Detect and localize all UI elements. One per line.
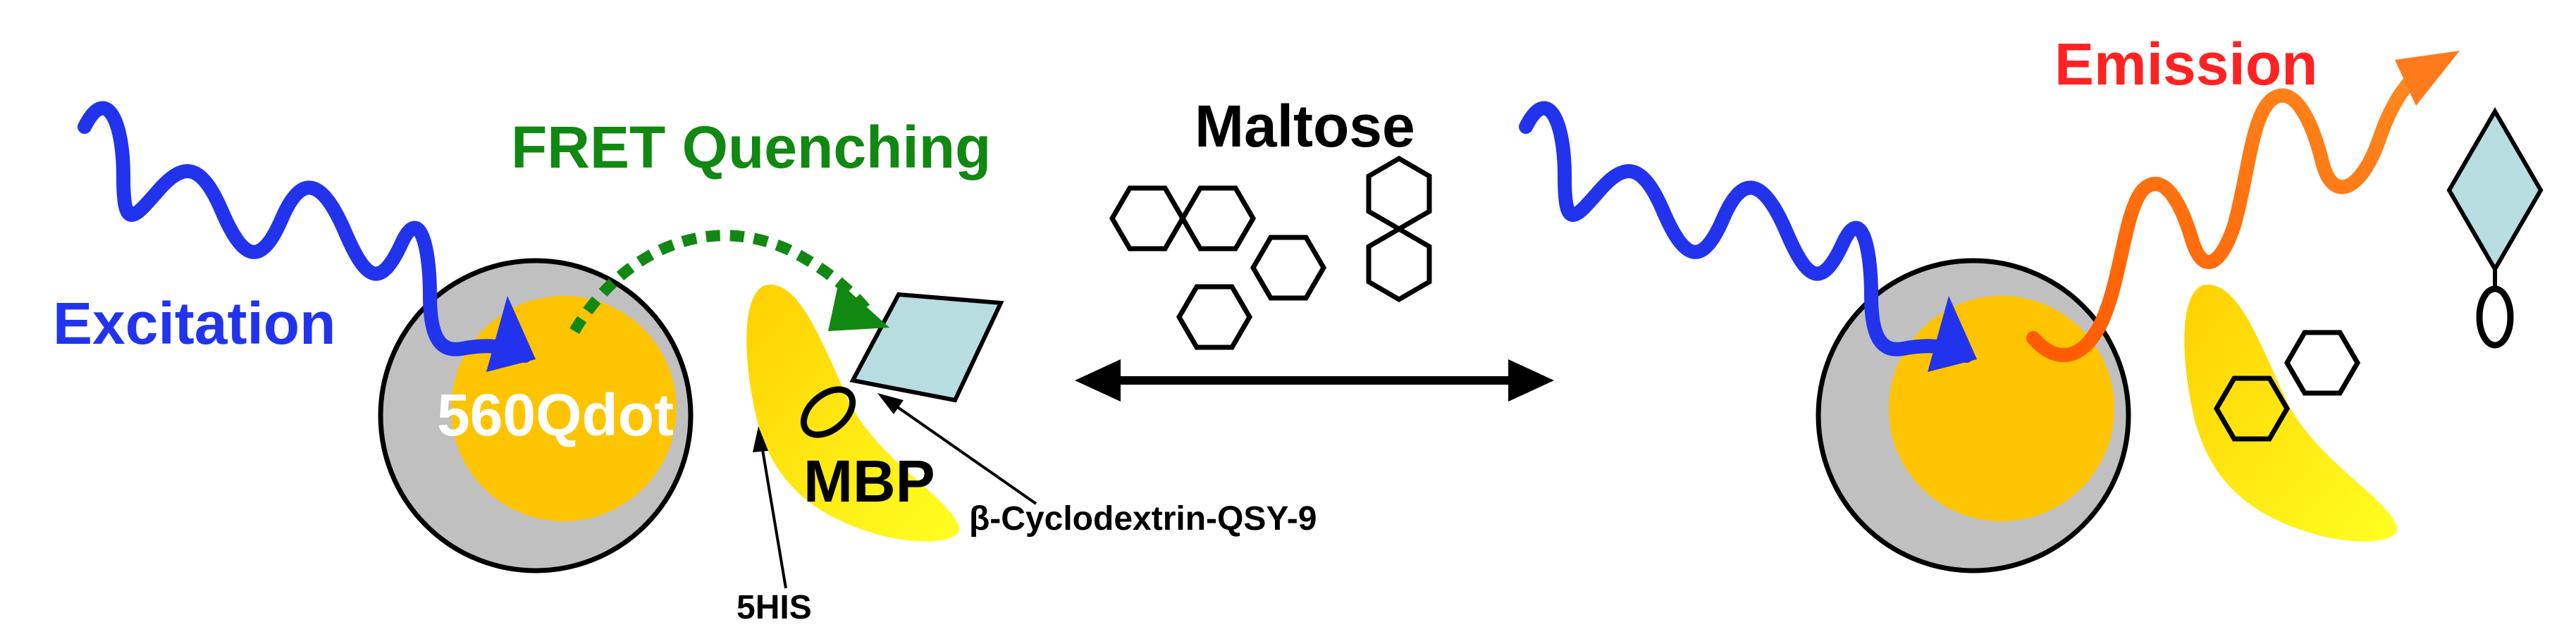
cyclodextrin-pointer-line <box>883 397 1037 505</box>
cyclodextrin-label: β-Cyclodextrin-QSY-9 <box>969 500 1317 538</box>
his-label: 5HIS <box>737 589 812 626</box>
excitation-wave-left <box>78 101 532 363</box>
emission-wave <box>2026 63 2432 362</box>
excitation-label: Excitation <box>53 290 335 356</box>
mbp-label: MBP <box>803 448 935 514</box>
quencher-diamond-left <box>849 292 1004 403</box>
emission-arrowhead <box>2395 51 2460 106</box>
right-state: Emission <box>1519 31 2544 573</box>
quencher-diamond-right <box>2446 107 2544 273</box>
emission-label: Emission <box>2054 31 2317 97</box>
fret-quenching-label: FRET Quenching <box>511 114 991 180</box>
equilibrium-arrowhead-right <box>1508 359 1554 402</box>
bound-maltose <box>2213 330 2361 442</box>
maltose-molecule-1 <box>1109 185 1257 252</box>
cyclodextrin-ring-right <box>2476 285 2514 349</box>
equilibrium-arrowhead-left <box>1075 359 1121 402</box>
fret-arrowhead <box>828 282 889 331</box>
maltose-molecule-3 <box>1366 155 1432 303</box>
his-pointer-line <box>758 433 787 589</box>
maltose-center: Maltose <box>1075 93 1554 402</box>
maltose-molecule-2 <box>1176 235 1327 350</box>
left-state: Excitation FRET Quenching 560Qdot MBP β-… <box>53 101 1317 626</box>
fret-dotted-arrow <box>569 230 872 335</box>
qdot-core-right <box>1889 296 2114 521</box>
maltose-label: Maltose <box>1195 93 1415 159</box>
excitation-arrowhead-right <box>1928 296 1977 372</box>
excitation-wave-right <box>1519 101 1973 363</box>
cyclodextrin-ring-left <box>800 386 856 438</box>
excitation-arrowhead-left <box>486 296 536 372</box>
qdot-label: 560Qdot <box>437 382 674 448</box>
his-pointer-head <box>753 426 768 452</box>
mbp-protein-right <box>2184 285 2398 542</box>
cyclodextrin-pointer-head <box>877 393 904 414</box>
